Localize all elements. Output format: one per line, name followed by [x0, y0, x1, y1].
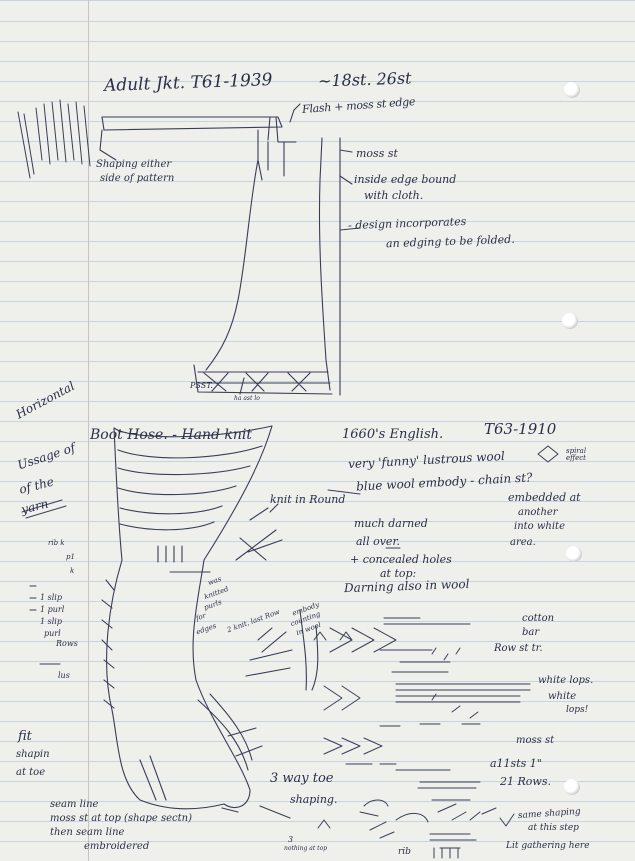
fit-note-2: shapin	[16, 750, 50, 760]
darned-note-4: at top:	[380, 568, 416, 579]
moss-note: moss st	[356, 148, 398, 159]
row-note: Row st tr.	[494, 644, 543, 654]
bottom-note-2: rib	[398, 848, 411, 857]
darned-note-2: all over.	[356, 536, 400, 547]
tiny-left-slip-3: 1 slip	[40, 618, 62, 626]
shaping-note-2: side of pattern	[100, 174, 174, 184]
cotton-note-2: bar	[522, 628, 539, 638]
boot-hose-heading: Boot Hose. - Hand knit	[90, 428, 252, 442]
small-note: ha ast lo	[234, 396, 260, 402]
tiny-left-slip-4: purl	[44, 630, 61, 638]
toe-note-2: shaping.	[290, 794, 337, 805]
jacket-gauge: ~18st. 26st	[318, 70, 412, 89]
english-heading: 1660's English.	[342, 428, 443, 441]
tiny-left-2: p1	[66, 554, 75, 561]
darned-note-1: much darned	[354, 518, 428, 529]
seam-note-4: embroidered	[84, 842, 149, 852]
tiny-left-3: k	[70, 568, 74, 575]
white-lops-3: lops!	[566, 706, 588, 715]
bottom-note-1: nothing at top	[284, 846, 327, 852]
white-lops-1: white lops.	[538, 676, 593, 686]
psst-note: PSST.	[190, 382, 213, 390]
rows-note-2: 21 Rows.	[500, 776, 551, 787]
same-shaping-3: Lit gathering here	[506, 842, 590, 851]
toe-note-1: 3 way toe	[270, 772, 334, 785]
same-shaping-2: at this step	[528, 824, 579, 833]
bottom-note-3: 3	[288, 836, 293, 844]
jacket-sketch	[100, 104, 360, 395]
seam-note-2: moss st at top (shape sectn)	[50, 814, 192, 824]
seam-note-3: then seam line	[50, 828, 124, 838]
boot-hose-sketch	[102, 426, 318, 818]
inside-edge-note-2: with cloth.	[364, 190, 423, 201]
inside-edge-note-1: inside edge bound	[354, 174, 456, 185]
margin-hatch-top	[18, 100, 90, 178]
tiny-left-1: rib k	[48, 540, 65, 547]
rows-note-1: a11sts 1"	[490, 758, 542, 769]
stitch-pattern-doodles	[314, 618, 530, 858]
tiny-left-slip-1: 1 slip	[40, 594, 62, 602]
spiral-note: spiral effect	[566, 448, 606, 462]
fit-note-1: fit	[18, 730, 32, 743]
tiny-left-rows-1: Rows	[56, 640, 78, 648]
moss-note-2: moss st	[516, 736, 554, 746]
cotton-note-1: cotton	[522, 614, 554, 624]
knit-round-note: knit in Round	[270, 494, 345, 505]
embedded-note-1: embedded at	[508, 492, 581, 503]
fit-note-3: at toe	[16, 768, 45, 778]
embedded-note-2: another	[518, 508, 558, 518]
tiny-left-rows-2: lus	[58, 672, 70, 680]
seam-note-1: seam line	[50, 800, 98, 810]
darned-note-3: + concealed holes	[350, 554, 452, 565]
white-lops-2: white	[548, 692, 576, 702]
embedded-note-4: area.	[510, 538, 536, 548]
shaping-note-1: Shaping either	[96, 160, 171, 170]
embedded-note-3: into white	[514, 522, 565, 532]
tiny-left-slip-2: 1 purl	[40, 606, 64, 614]
catalog-number: T63-1910	[484, 422, 556, 437]
